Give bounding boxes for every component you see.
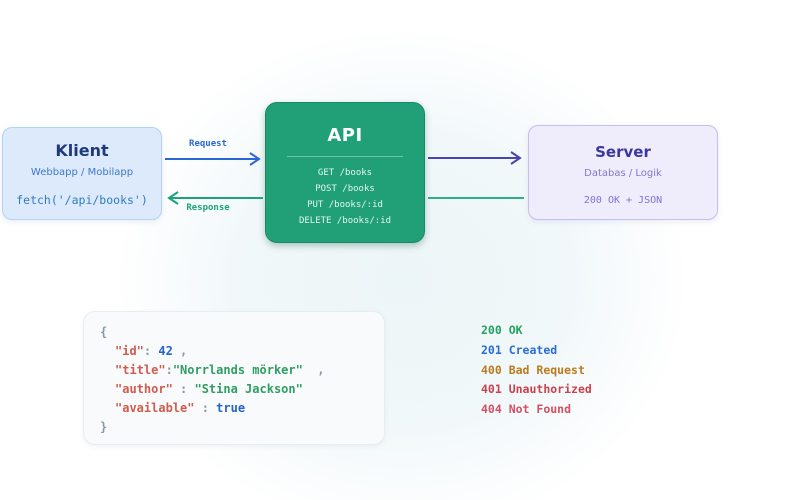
json-token-punct: ,	[172, 344, 188, 358]
json-code-line: }	[100, 418, 368, 437]
status-row: 201 Created	[481, 341, 592, 361]
server-subtitle: Databas / Logik	[584, 168, 662, 179]
api-method-delete: DELETE /books/:id	[298, 216, 392, 226]
json-token-punct: :	[165, 363, 173, 377]
json-token-key: "author"	[115, 382, 173, 396]
json-code-line: "id": 42 ,	[100, 342, 368, 361]
status-label: OK	[501, 323, 523, 337]
response-label: Response	[186, 203, 230, 213]
api-method-put: PUT /books/:id	[307, 200, 383, 210]
status-row: 401 Unauthorized	[481, 380, 592, 400]
status-label: Unauthorized	[501, 382, 592, 397]
json-token-punct: ,	[302, 363, 325, 377]
status-code: 201	[481, 342, 502, 357]
status-code: 404	[481, 402, 502, 417]
json-token-str: "Norrlands mörker"	[172, 363, 303, 377]
status-row: 200 OK	[481, 321, 592, 341]
api-box: API GET /books POST /books PUT /books/:i…	[265, 102, 425, 243]
json-token-punct: :	[194, 401, 217, 415]
json-code-line: "author" : "Stina Jackson"	[100, 380, 368, 399]
server-title: Server	[595, 143, 651, 161]
server-response-code: 200 OK + JSON	[583, 195, 663, 206]
json-token-key: "title"	[115, 363, 166, 377]
json-token-punct: }	[100, 420, 108, 434]
json-token-bool: true	[216, 401, 246, 415]
json-example-card: {"id": 42 ,"title":"Norrlands mörker" ,"…	[83, 311, 385, 445]
status-row: 400 Bad Request	[481, 361, 592, 381]
status-label: Not Found	[501, 402, 572, 417]
status-code: 400	[481, 362, 502, 377]
status-label: Bad Request	[501, 362, 585, 377]
json-code-line: "available" : true	[100, 399, 368, 418]
server-box: Server Databas / Logik 200 OK + JSON	[528, 125, 718, 220]
json-token-str: "Stina Jackson"	[194, 382, 303, 396]
json-token-key: "id"	[115, 344, 144, 358]
status-code: 401	[481, 382, 502, 397]
api-divider	[287, 156, 403, 157]
status-code: 200	[481, 323, 502, 337]
api-method-get: GET /books	[317, 168, 373, 178]
klient-box: Klient Webbapp / Mobilapp fetch('/api/bo…	[2, 127, 162, 220]
json-code-line: "title":"Norrlands mörker" ,	[100, 361, 368, 380]
api-title: API	[327, 125, 363, 146]
request-label: Request	[189, 139, 227, 149]
json-token-num: 42	[158, 344, 173, 358]
klient-subtitle: Webbapp / Mobilapp	[30, 167, 134, 178]
status-label: Created	[501, 342, 558, 357]
api-method-post: POST /books	[315, 184, 375, 194]
json-token-punct: :	[143, 344, 159, 358]
json-token-key: "available"	[115, 401, 195, 415]
json-token-punct: :	[172, 382, 195, 396]
klient-fetch-code: fetch('/api/books')	[16, 193, 148, 207]
status-row: 404 Not Found	[481, 400, 592, 420]
json-code-line: {	[100, 323, 368, 342]
json-token-punct: {	[100, 325, 108, 339]
json-code-lines: {"id": 42 ,"title":"Norrlands mörker" ,"…	[100, 323, 368, 437]
klient-title: Klient	[55, 141, 109, 160]
